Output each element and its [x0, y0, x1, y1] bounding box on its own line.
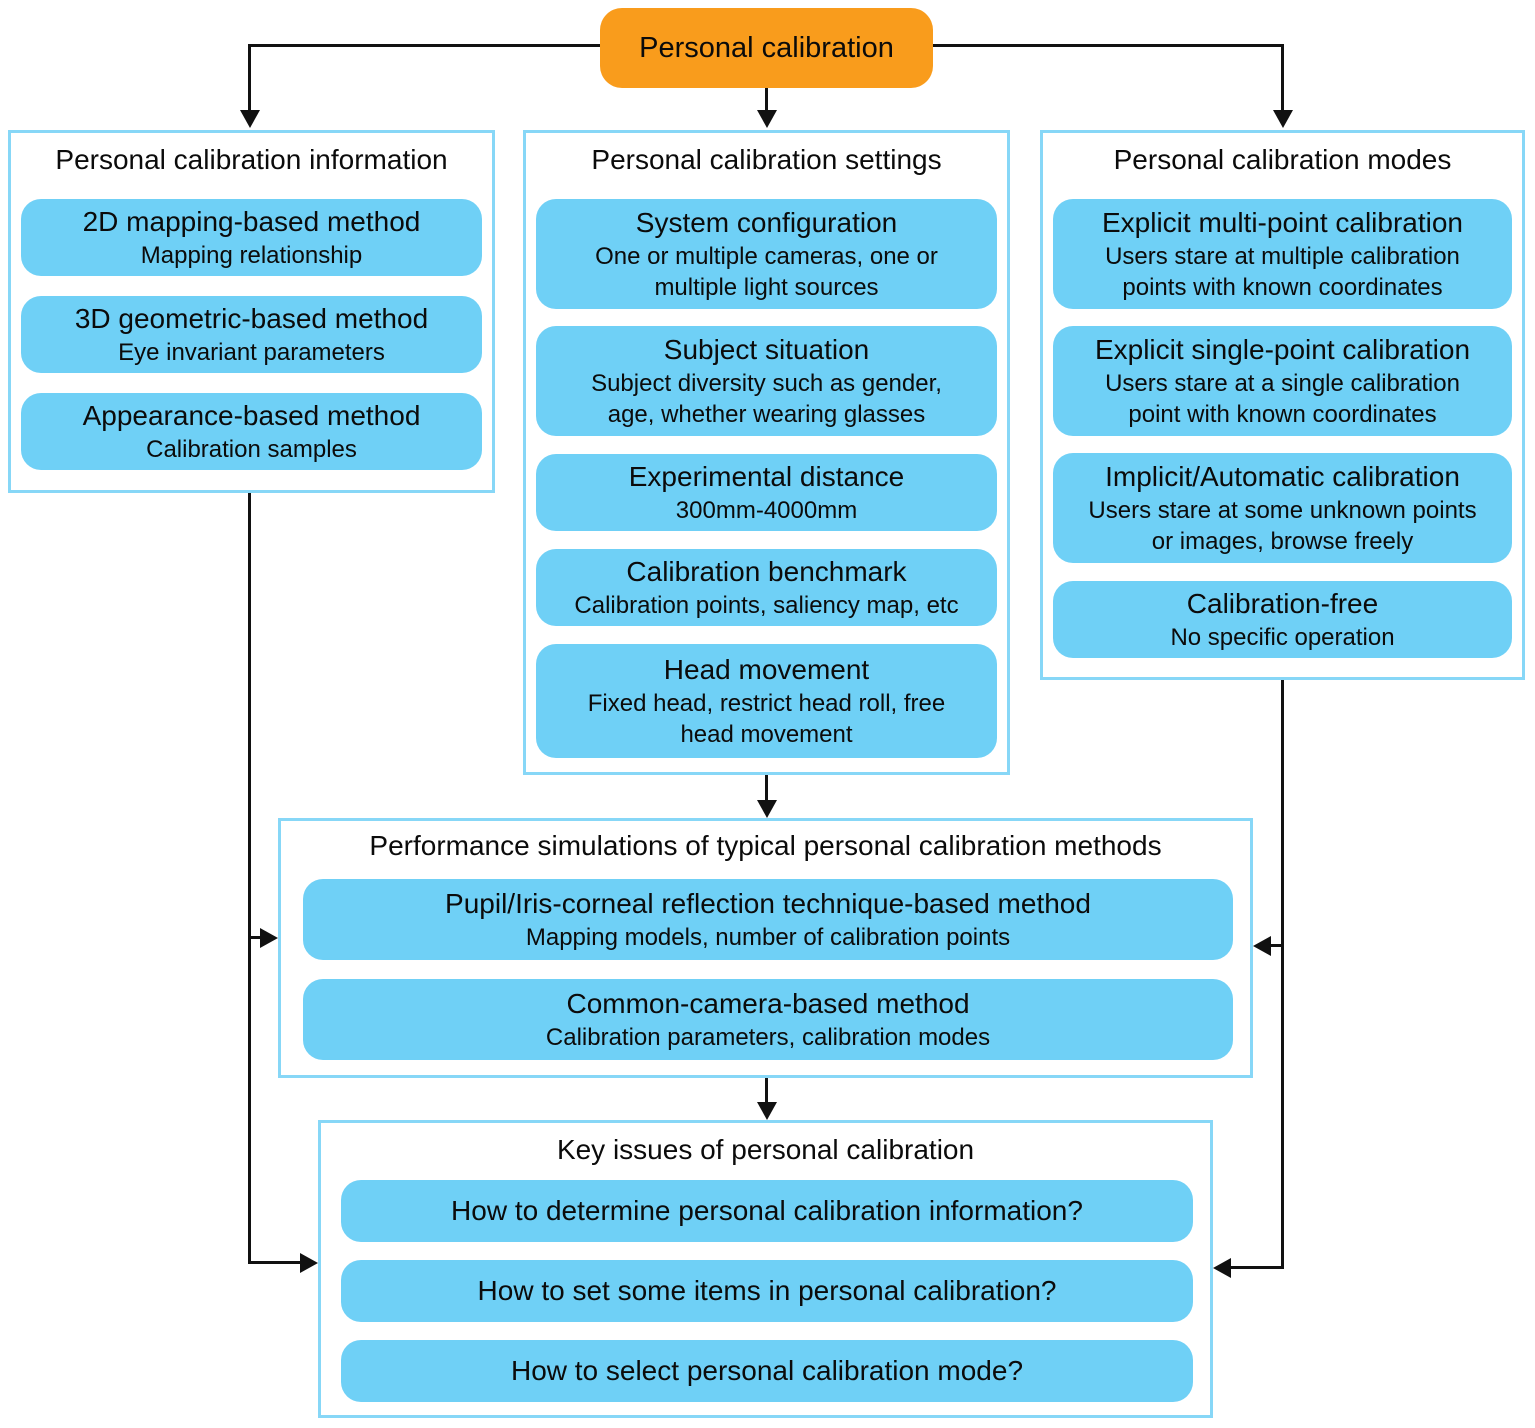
node-2d-mapping-based-method: 2D mapping-based method Mapping relation… — [21, 199, 482, 276]
arrow-root-to-information-vline — [248, 44, 251, 110]
key-issues-group-title: Key issues of personal calibration — [556, 1134, 975, 1165]
node-issue-determine-information: How to determine personal calibration in… — [341, 1180, 1193, 1242]
settings-group-title: Personal calibration settings — [591, 144, 942, 175]
node-title: Explicit single-point calibration — [1094, 334, 1471, 365]
node-appearance-based-method: Appearance-based method Calibration samp… — [21, 393, 482, 470]
arrow-modes-rail-vline — [1281, 680, 1284, 1269]
node-subtitle: Calibration parameters, calibration mode… — [545, 1024, 991, 1051]
node-explicit-single-point-calibration: Explicit single-point calibration Users … — [1053, 326, 1512, 436]
arrow-simulations-to-key-issues-vline — [765, 1078, 768, 1102]
node-3d-geometric-based-method: 3D geometric-based method Eye invariant … — [21, 296, 482, 373]
node-title: 2D mapping-based method — [82, 206, 421, 237]
group-performance-simulations: Performance simulations of typical perso… — [278, 818, 1253, 1078]
node-title: Calibration benchmark — [626, 556, 907, 587]
node-pupil-iris-corneal-reflection-method: Pupil/Iris-corneal reflection technique-… — [303, 879, 1233, 960]
node-title: 3D geometric-based method — [74, 303, 429, 334]
arrow-root-to-information-arrowhead — [240, 110, 260, 128]
node-title: Explicit multi-point calibration — [1101, 207, 1464, 238]
node-title: How to determine personal calibration in… — [451, 1195, 1083, 1226]
node-subtitle: Mapping models, number of calibration po… — [525, 924, 1011, 951]
arrow-root-to-modes-vline — [1281, 44, 1284, 110]
node-calibration-free: Calibration-free No specific operation — [1053, 581, 1512, 658]
node-subtitle: One or multiple cameras, one or multiple… — [595, 243, 938, 301]
node-calibration-benchmark: Calibration benchmark Calibration points… — [536, 549, 997, 626]
arrow-modes-to-key-issues-hline — [1231, 1266, 1284, 1269]
root-node-label: Personal calibration — [639, 31, 894, 64]
arrow-settings-to-simulations-vline — [765, 775, 768, 800]
node-subtitle: 300mm-4000mm — [675, 497, 858, 524]
node-subtitle: Users stare at multiple calibration poin… — [1105, 243, 1460, 301]
arrow-information-rail-vline — [248, 493, 251, 1264]
node-title: Calibration-free — [1186, 588, 1379, 619]
modes-group-title: Personal calibration modes — [1113, 144, 1452, 175]
node-subtitle: Mapping relationship — [140, 242, 363, 269]
arrow-simulations-to-key-issues-arrowhead — [757, 1102, 777, 1120]
information-group-title: Personal calibration information — [55, 144, 448, 175]
arrow-information-to-key-issues-hline — [248, 1261, 300, 1264]
arrow-root-to-modes-hline — [931, 44, 1284, 47]
node-explicit-multi-point-calibration: Explicit multi-point calibration Users s… — [1053, 199, 1512, 309]
arrow-modes-to-simulations-arrowhead — [1253, 936, 1271, 956]
node-common-camera-based-method: Common-camera-based method Calibration p… — [303, 979, 1233, 1060]
node-title: Subject situation — [663, 334, 870, 365]
node-title: Pupil/Iris-corneal reflection technique-… — [445, 888, 1091, 919]
node-title: Implicit/Automatic calibration — [1105, 461, 1460, 492]
node-subtitle: Subject diversity such as gender, age, w… — [591, 370, 942, 428]
node-experimental-distance: Experimental distance 300mm-4000mm — [536, 454, 997, 531]
arrow-root-to-settings-arrowhead — [757, 110, 777, 128]
arrow-root-to-modes-arrowhead — [1273, 110, 1293, 128]
node-subtitle: Users stare at a single calibration poin… — [1105, 370, 1460, 428]
arrow-modes-to-key-issues-arrowhead — [1213, 1258, 1231, 1278]
node-head-movement: Head movement Fixed head, restrict head … — [536, 644, 997, 758]
group-personal-calibration-settings: Personal calibration settings System con… — [523, 130, 1010, 775]
arrow-information-to-simulations-hline — [248, 936, 260, 939]
node-subject-situation: Subject situation Subject diversity such… — [536, 326, 997, 436]
node-subtitle: Calibration points, saliency map, etc — [574, 592, 959, 619]
group-key-issues: Key issues of personal calibration How t… — [318, 1120, 1213, 1418]
arrow-root-to-settings-vline — [765, 88, 768, 110]
group-personal-calibration-modes: Personal calibration modes Explicit mult… — [1040, 130, 1525, 680]
node-title: Appearance-based method — [82, 400, 421, 431]
arrow-information-to-simulations-arrowhead — [260, 928, 278, 948]
node-title: How to select personal calibration mode? — [510, 1355, 1024, 1386]
node-subtitle: Eye invariant parameters — [118, 339, 385, 366]
node-title: Experimental distance — [628, 461, 905, 492]
arrow-information-to-key-issues-arrowhead — [300, 1253, 318, 1273]
arrow-settings-to-simulations-arrowhead — [757, 800, 777, 818]
node-subtitle: Users stare at some unknown points or im… — [1088, 497, 1477, 555]
node-title: System configuration — [635, 207, 898, 238]
simulations-group-title: Performance simulations of typical perso… — [369, 830, 1162, 861]
group-personal-calibration-information: Personal calibration information 2D mapp… — [8, 130, 495, 493]
node-issue-set-items: How to set some items in personal calibr… — [341, 1260, 1193, 1322]
node-subtitle: Calibration samples — [146, 436, 357, 463]
node-issue-select-mode: How to select personal calibration mode? — [341, 1340, 1193, 1402]
node-subtitle: Fixed head, restrict head roll, free hea… — [587, 690, 946, 748]
node-title: Common-camera-based method — [566, 988, 970, 1019]
node-title: How to set some items in personal calibr… — [477, 1275, 1057, 1306]
arrow-root-to-information-hline — [248, 44, 602, 47]
node-system-configuration: System configuration One or multiple cam… — [536, 199, 997, 309]
node-implicit-automatic-calibration: Implicit/Automatic calibration Users sta… — [1053, 453, 1512, 563]
node-title: Head movement — [663, 654, 870, 685]
arrow-modes-to-simulations-hline — [1271, 944, 1284, 947]
root-node-personal-calibration: Personal calibration — [600, 8, 933, 88]
node-subtitle: No specific operation — [1170, 624, 1395, 651]
